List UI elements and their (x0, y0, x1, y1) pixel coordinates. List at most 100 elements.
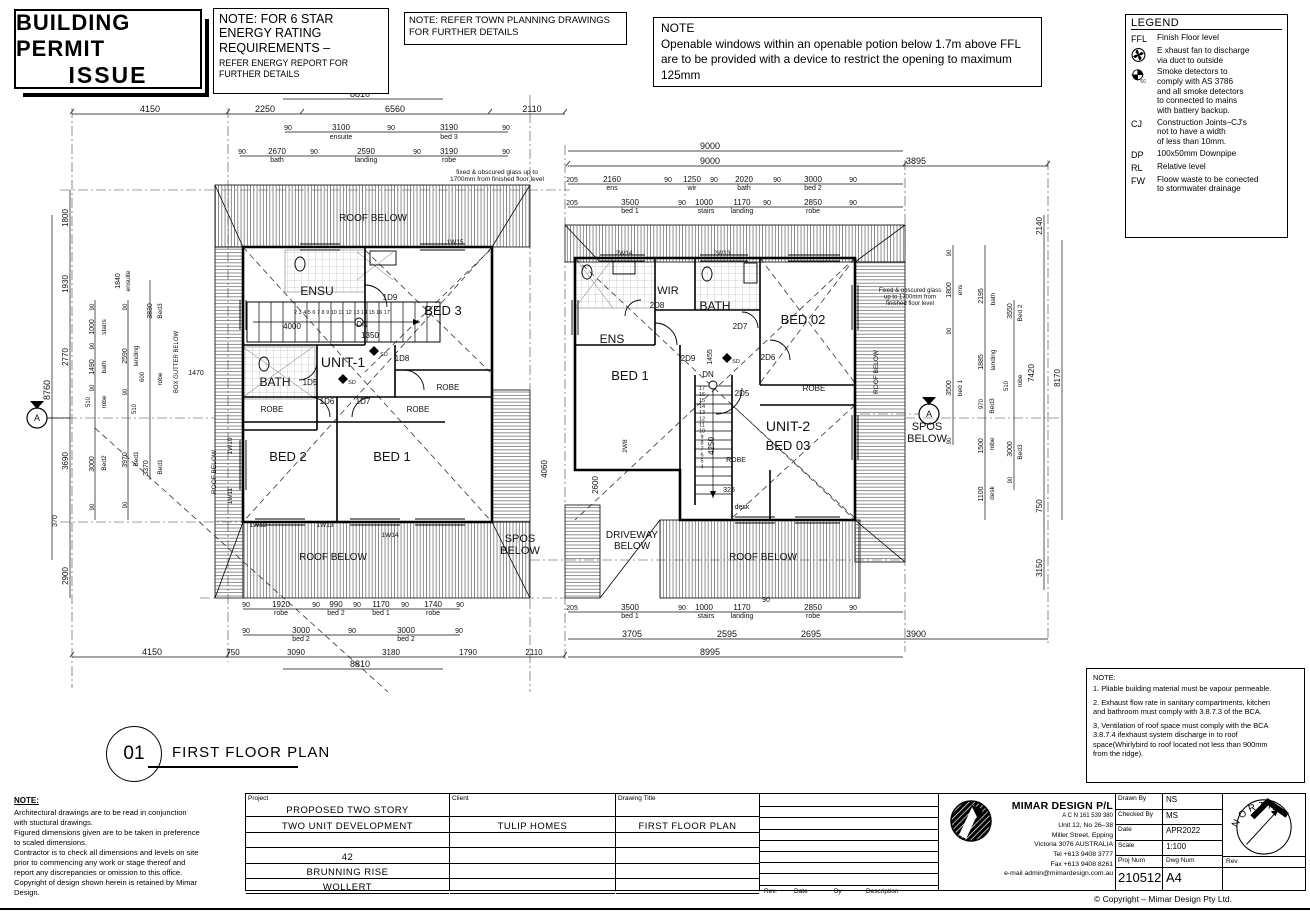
plan-label: 990 (329, 600, 343, 609)
plan-label: bed 1 (957, 379, 964, 396)
company-acn: A C N 161 539 380 (1062, 813, 1113, 819)
plan-label: 1740 (424, 600, 442, 609)
plan-label: 1W13 (317, 522, 334, 529)
plan-label: 510 (132, 403, 138, 414)
plan-label: stairs (101, 318, 108, 334)
project-column: Project PROPOSED TWO STORY TWO UNIT DEVE… (246, 794, 450, 895)
plan-label: 90 (284, 125, 292, 132)
plan-label: bath (270, 157, 284, 164)
plan-label: 4060 (540, 460, 549, 478)
plan-label: 1790 (459, 648, 477, 657)
project-line: TWO UNIT DEVELOPMENT (246, 817, 449, 833)
plan-label: 750 (1035, 499, 1044, 513)
plan-label: bed 2 (292, 636, 310, 643)
plan-label: 3500 (621, 198, 639, 207)
plan-label: 2110 (522, 104, 541, 114)
plan-label: 3100 (332, 123, 350, 132)
plan-label: landing (731, 208, 754, 215)
plan-label: Bed3 (157, 303, 164, 319)
north-compass: NORTH (1230, 797, 1292, 855)
plan-label: BED 1 (611, 368, 649, 383)
plan-label: 2850 (804, 198, 822, 207)
general-notes-title: NOTE: (14, 796, 39, 805)
plan-label: 2110 (525, 648, 543, 657)
plan-label: SD (380, 352, 388, 358)
plan-label: desk (989, 485, 996, 499)
plan-label: bed 2 (804, 185, 822, 192)
date-col-header: Date (794, 887, 808, 895)
plan-label: 1455 (707, 349, 714, 365)
plan-label: 90 (413, 149, 421, 156)
num-value-row: 210512 A4 (1116, 868, 1222, 890)
plan-label: 510 (86, 396, 92, 407)
plan-label: 7420 (1027, 364, 1036, 382)
section-markers (26, 397, 940, 429)
plan-label: 90 (678, 605, 686, 612)
plan-label: 90 (90, 303, 96, 310)
plan-label: BED 03 (766, 438, 811, 453)
plan-title: FIRST FLOOR PLAN (172, 744, 331, 761)
plan-label: robe (274, 610, 288, 617)
plan-label: 90 (762, 597, 770, 604)
plan-label: 3000 (292, 626, 310, 635)
plan-label: ROBE (803, 384, 826, 393)
rev-value-empty (1223, 867, 1306, 891)
plan-label: 2W13 (714, 250, 731, 257)
dashed-diagonals (94, 246, 856, 693)
plan-label: 325 (723, 487, 735, 494)
revision-table: Rev. Date By Description (760, 794, 939, 895)
plan-label: ROOF BELOW (729, 552, 797, 563)
plan-label: ENSU (300, 284, 333, 298)
plan-label: robe (1017, 374, 1024, 387)
plan-label: 8810 (350, 89, 370, 99)
plan-label: ROBE (407, 405, 430, 414)
plan-label: landing (731, 613, 754, 620)
plan-label: ROBE (261, 405, 284, 414)
plan-label: bath (990, 292, 997, 305)
plan-label: stairs (698, 208, 715, 215)
revision-header: Rev. Date By Description (760, 886, 938, 895)
legend-text: Floow waste to be conected to stormwater… (1157, 174, 1259, 194)
plan-label: 90 (763, 200, 771, 207)
plan-label: 2D6 (761, 353, 776, 362)
plan-label: 2D8 (650, 301, 665, 310)
legend-text: Relative level (1157, 161, 1206, 171)
legend-entry-ffl: FFL Finish Floor level (1131, 33, 1282, 44)
plan-label: 90 (502, 149, 510, 156)
plan-label: BATH (259, 375, 290, 389)
plan-label: 3900 (906, 629, 926, 639)
drawn-by-value: NS (1166, 795, 1178, 804)
plan-label: 1490 (89, 359, 96, 375)
plan-label: 3500 (946, 380, 953, 396)
plan-label: 1W15 (447, 239, 464, 246)
bca-note-item: 1. Pliable building material must be vap… (1093, 684, 1272, 694)
scale-value: 1:100 (1166, 841, 1187, 851)
plan-label: Bed3 (1017, 444, 1024, 460)
legend-text: 100x50mm Downpipe (1157, 148, 1237, 158)
title-block: Project PROPOSED TWO STORY TWO UNIT DEVE… (245, 793, 1306, 895)
north-cell: NORTH Rev (1223, 794, 1306, 890)
drawn-by-label: Drawn By (1116, 794, 1163, 809)
plan-label: 1D5 (303, 378, 318, 387)
plan-label: ens (606, 185, 618, 192)
by-col-header: By (834, 887, 842, 895)
energy-note-title: NOTE: FOR 6 STAR ENERGY RATING REQUIREME… (219, 12, 334, 55)
revision-row (760, 818, 938, 830)
plan-label: desk (735, 504, 750, 511)
revision-row (760, 863, 938, 875)
plan-label: 3180 (382, 648, 400, 657)
plan-label: 1D6 (320, 397, 335, 406)
plan-label: 8760 (42, 380, 52, 400)
plan-label: 3830 (147, 303, 154, 319)
plan-label: 3895 (906, 156, 926, 166)
plan-label: Bed1 (157, 459, 164, 475)
smoke-detector-icon: SD (1131, 69, 1147, 84)
plan-label: stairs (698, 613, 715, 620)
plan-label: 2W8 (622, 439, 629, 453)
energy-note-body: REFER ENERGY REPORT FOR FURTHER DETAILS (219, 58, 349, 79)
legend-title: LEGEND (1131, 17, 1282, 30)
door-swings (298, 284, 791, 418)
legend-text: E xhaust fan to discharge via duct to ou… (1157, 46, 1250, 65)
